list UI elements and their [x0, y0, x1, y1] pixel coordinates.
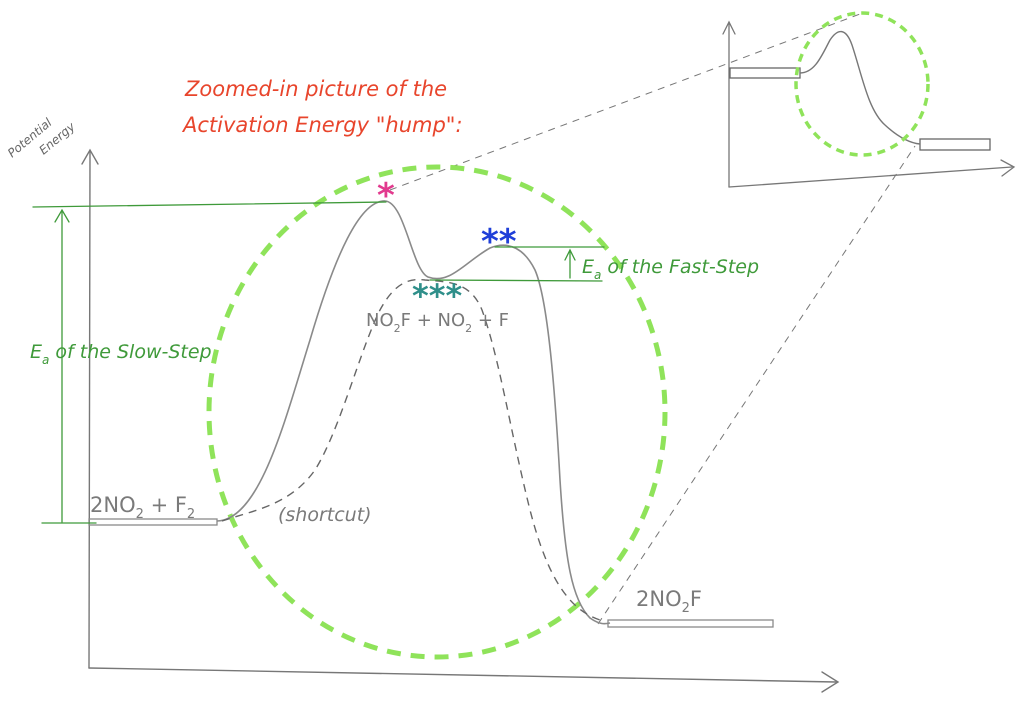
- energy-curve-main: [216, 200, 611, 625]
- slow-step-label: Ea of the Slow-Step: [30, 341, 212, 367]
- inset-curve: [799, 30, 921, 145]
- y-axis: [88, 151, 91, 669]
- zoom-guide-bottom: [597, 145, 916, 625]
- slow-step-top-line: [32, 201, 387, 208]
- products-label: 2NO2F: [636, 587, 702, 616]
- green-level-lines: [32, 201, 605, 524]
- fast-step-arrow-head-icon: [564, 248, 576, 261]
- inset-product-bar: [919, 138, 991, 151]
- zoom-circle-large: [206, 164, 668, 660]
- zoom-circle-small: [794, 11, 930, 157]
- shortcut-label: (shortcut): [278, 504, 372, 526]
- inset-diagram: [722, 11, 1016, 188]
- product-level-bar: [607, 619, 774, 628]
- inset-axes: [722, 20, 1016, 188]
- y-axis-arrow-icon: [81, 148, 99, 165]
- intermediate-marker: ***: [412, 277, 462, 315]
- zoom-guide-top: [389, 13, 861, 191]
- reactants-label: 2NO2 + F2: [90, 493, 195, 522]
- heading-line2: Activation Energy "hump":: [181, 113, 463, 137]
- heading-line1: Zoomed-in picture of the: [184, 77, 447, 101]
- inset-y-axis-arrow-icon: [722, 20, 736, 35]
- x-axis: [88, 667, 837, 683]
- intermediate-label: NO2F + NO2 + F: [366, 310, 509, 335]
- inset-x-axis: [728, 166, 1013, 188]
- slow-step-arrow-head-icon: [54, 208, 70, 223]
- fast-step-label: Ea of the Fast-Step: [582, 256, 759, 282]
- y-axis-label: Potential Energy: [5, 115, 79, 160]
- inset-x-axis-arrow-icon: [1000, 159, 1016, 177]
- reactant-level-bar: [88, 518, 218, 526]
- inset-reactant-bar: [729, 67, 801, 79]
- transition-state-2-marker: **: [481, 222, 517, 262]
- transition-state-1-marker: *: [377, 176, 395, 216]
- energy-curve-shortcut: [221, 278, 601, 621]
- fast-step-bottom-line: [429, 279, 603, 282]
- x-axis-arrow-icon: [821, 671, 840, 693]
- zoom-guide-lines: [389, 13, 916, 625]
- main-axes: [81, 148, 840, 693]
